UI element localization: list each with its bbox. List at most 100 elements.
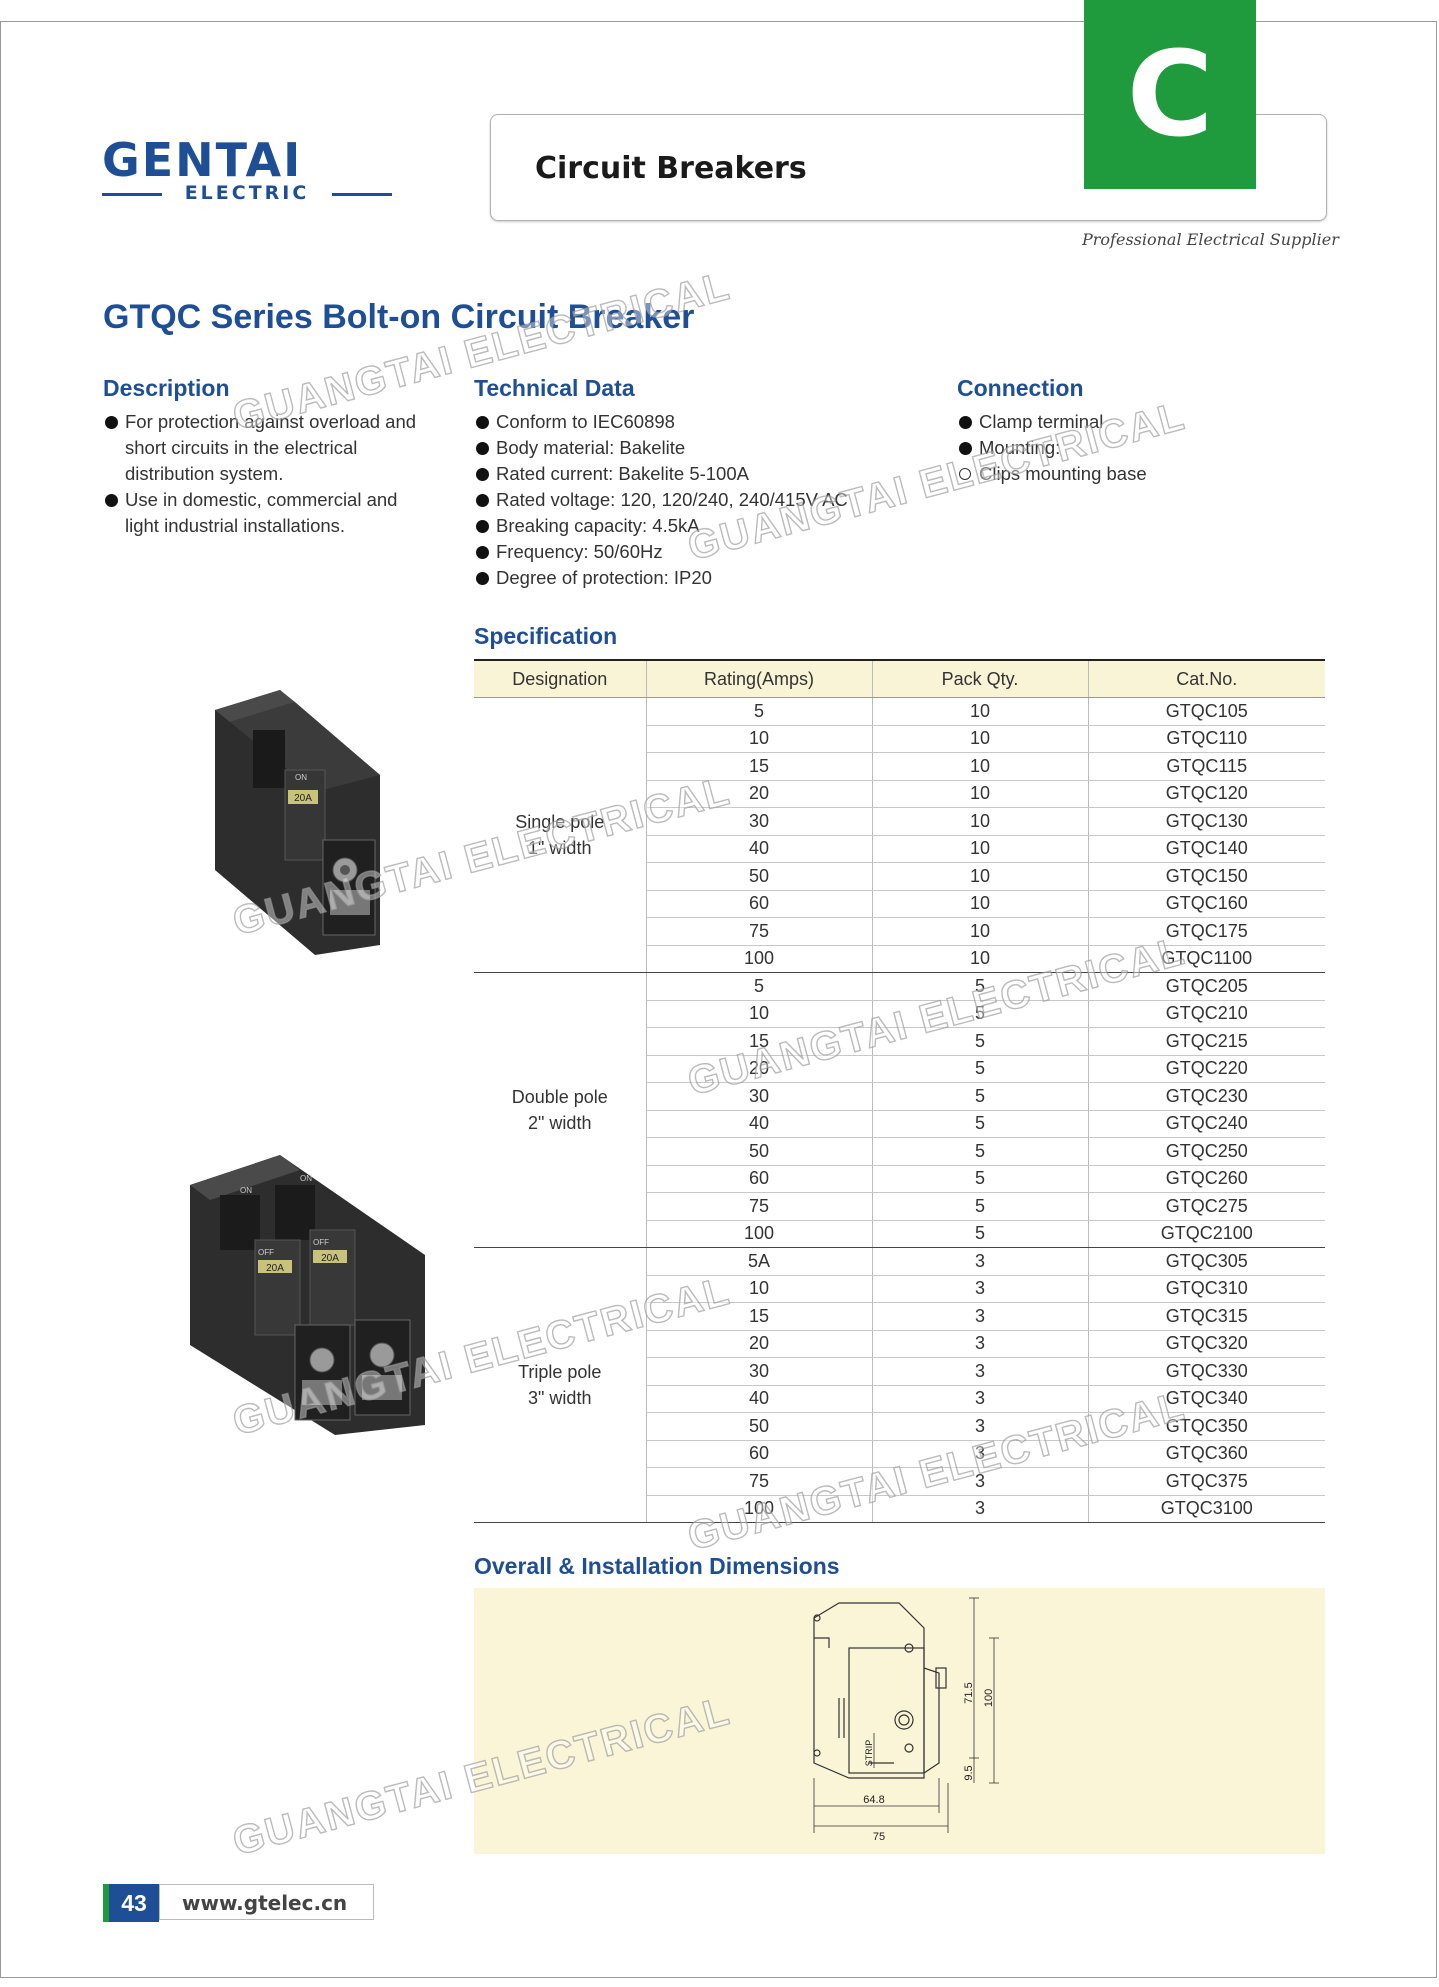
cat-no-cell: GTQC220 bbox=[1087, 1055, 1325, 1083]
designation-label: Double pole bbox=[511, 1087, 608, 1107]
technical-list: Conform to IEC60898 Body material: Bakel… bbox=[474, 409, 934, 591]
pack-qty-cell: 5 bbox=[871, 972, 1088, 1001]
rating-cell: 100 bbox=[645, 1495, 872, 1523]
pack-qty-cell: 10 bbox=[871, 835, 1088, 863]
tagline: Professional Electrical Supplier bbox=[1082, 230, 1339, 249]
cat-no-cell: GTQC175 bbox=[1087, 917, 1325, 946]
cat-no-cell: GTQC375 bbox=[1087, 1467, 1325, 1496]
cat-no-cell: GTQC340 bbox=[1087, 1385, 1325, 1413]
connection-list: Clamp terminal Mounting: Clips mounting … bbox=[957, 409, 1297, 487]
dimensions-panel: 64.8 75 71.5 100 9.5 STRIP bbox=[474, 1588, 1325, 1854]
pack-qty-cell: 3 bbox=[871, 1440, 1088, 1468]
rating-cell: 75 bbox=[645, 1192, 872, 1221]
rating-cell: 20 bbox=[645, 1330, 872, 1358]
pack-qty-cell: 3 bbox=[871, 1302, 1088, 1331]
pack-qty-cell: 5 bbox=[871, 1110, 1088, 1138]
pack-qty-cell: 3 bbox=[871, 1412, 1088, 1441]
rating-cell: 15 bbox=[645, 1302, 872, 1331]
cat-no-cell: GTQC260 bbox=[1087, 1165, 1325, 1193]
list-item: Breaking capacity: 4.5kA bbox=[474, 513, 934, 539]
pack-qty-cell: 5 bbox=[871, 1055, 1088, 1083]
designation-cell: Double pole 2" width bbox=[474, 972, 646, 1248]
cat-no-cell: GTQC150 bbox=[1087, 862, 1325, 891]
rating-cell: 30 bbox=[645, 1357, 872, 1386]
page-title: GTQC Series Bolt-on Circuit Breaker bbox=[103, 298, 695, 336]
cat-no-cell: GTQC215 bbox=[1087, 1027, 1325, 1056]
rating-cell: 50 bbox=[645, 1137, 872, 1166]
on-label: ON bbox=[295, 773, 307, 782]
pack-qty-cell: 3 bbox=[871, 1275, 1088, 1303]
pack-qty-cell: 5 bbox=[871, 1165, 1088, 1193]
designation-width: 1" width bbox=[528, 838, 592, 858]
rating-cell: 40 bbox=[645, 1110, 872, 1138]
cat-no-cell: GTQC110 bbox=[1087, 725, 1325, 753]
off-label: OFF bbox=[313, 1238, 329, 1247]
cat-no-cell: GTQC2100 bbox=[1087, 1220, 1325, 1248]
designation-width: 3" width bbox=[528, 1388, 592, 1408]
rating-label: 20A bbox=[266, 1263, 284, 1274]
cat-no-cell: GTQC205 bbox=[1087, 972, 1325, 1001]
pack-qty-cell: 10 bbox=[871, 697, 1088, 726]
rating-cell: 50 bbox=[645, 1412, 872, 1441]
width-dim-label: 75 bbox=[873, 1831, 885, 1843]
pack-qty-cell: 10 bbox=[871, 862, 1088, 891]
connection-heading: Connection bbox=[957, 375, 1084, 401]
rating-cell: 60 bbox=[645, 1165, 872, 1193]
pack-qty-cell: 5 bbox=[871, 1000, 1088, 1028]
cat-no-cell: GTQC250 bbox=[1087, 1137, 1325, 1166]
rating-cell: 5 bbox=[645, 972, 872, 1001]
pack-qty-cell: 10 bbox=[871, 917, 1088, 946]
strip-label: STRIP bbox=[864, 1740, 874, 1767]
rating-cell: 20 bbox=[645, 1055, 872, 1083]
cat-no-cell: GTQC275 bbox=[1087, 1192, 1325, 1221]
cat-no-cell: GTQC120 bbox=[1087, 780, 1325, 808]
rating-cell: 10 bbox=[645, 1000, 872, 1028]
rating-cell: 5A bbox=[645, 1247, 872, 1276]
rating-cell: 10 bbox=[645, 725, 872, 753]
single-pole-breaker-image: 20A ON bbox=[215, 690, 380, 955]
website-link[interactable]: www.gtelec.cn bbox=[159, 1884, 374, 1920]
technical-heading: Technical Data bbox=[474, 375, 635, 401]
off-label: OFF bbox=[258, 1248, 274, 1257]
pack-qty-cell: 5 bbox=[871, 1082, 1088, 1111]
cat-no-cell: GTQC350 bbox=[1087, 1412, 1325, 1441]
rating-cell: 30 bbox=[645, 807, 872, 836]
cat-no-cell: GTQC305 bbox=[1087, 1247, 1325, 1276]
cat-no-cell: GTQC230 bbox=[1087, 1082, 1325, 1111]
pack-qty-cell: 3 bbox=[871, 1385, 1088, 1413]
column-header: Pack Qty. bbox=[871, 659, 1088, 698]
pack-qty-cell: 5 bbox=[871, 1137, 1088, 1166]
cat-no-cell: GTQC310 bbox=[1087, 1275, 1325, 1303]
pack-qty-cell: 10 bbox=[871, 807, 1088, 836]
dimension-drawing: 64.8 75 71.5 100 9.5 STRIP bbox=[813, 1597, 999, 1843]
pack-qty-cell: 10 bbox=[871, 725, 1088, 753]
section-title: Circuit Breakers bbox=[535, 151, 807, 186]
rating-label: 20A bbox=[294, 793, 312, 804]
specification-table: Designation Rating(Amps) Pack Qty. Cat.N… bbox=[474, 659, 1325, 1523]
list-item: Rated voltage: 120, 120/240, 240/415V AC bbox=[474, 487, 934, 513]
table-header-row: Designation Rating(Amps) Pack Qty. Cat.N… bbox=[474, 659, 1325, 698]
list-item: Body material: Bakelite bbox=[474, 435, 934, 461]
pack-qty-cell: 3 bbox=[871, 1357, 1088, 1386]
cat-no-cell: GTQC330 bbox=[1087, 1357, 1325, 1386]
rating-cell: 75 bbox=[645, 917, 872, 946]
designation-width: 2" width bbox=[528, 1113, 592, 1133]
rating-label: 20A bbox=[321, 1253, 339, 1264]
list-item: Conform to IEC60898 bbox=[474, 409, 934, 435]
